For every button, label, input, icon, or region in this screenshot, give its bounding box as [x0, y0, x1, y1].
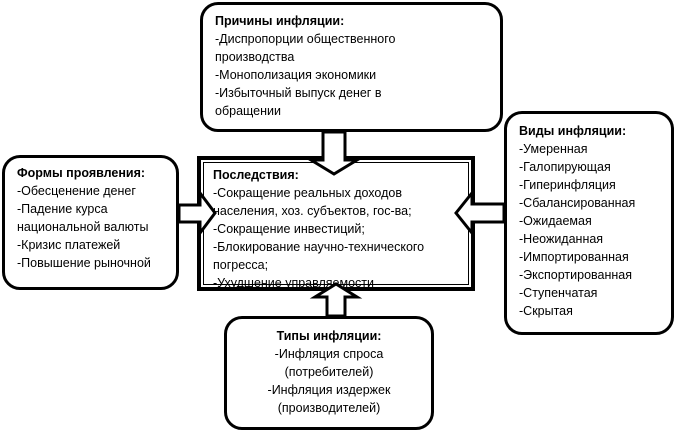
forms-title: Формы проявления: — [17, 166, 146, 180]
forms-item: -Падение курса — [17, 202, 108, 216]
types-title: Типы инфляции: — [276, 329, 382, 343]
consequences-item: населения, хоз. субъектов, гос-ва; — [213, 204, 412, 218]
forms-item: -Повышение рыночной — [17, 256, 151, 270]
forms-item: -Кризис платежей — [17, 238, 121, 252]
kinds-item: -Неожиданная — [519, 232, 604, 246]
kinds-item: -Импортированная — [519, 250, 629, 264]
consequences-item: -Ухудшение управляемости — [213, 276, 375, 290]
types-item: (потребителей) — [284, 365, 374, 379]
types-item: -Инфляция издержек — [267, 383, 391, 397]
consequences-item: -Сокращение реальных доходов — [213, 186, 402, 200]
forms-item: национальной валюты — [17, 220, 149, 234]
consequences-inner: Последствия: -Сокращение реальных доходо… — [203, 162, 469, 290]
causes-item: -Диспропорции общественного — [215, 32, 396, 46]
kinds-item: -Гиперинфляция — [519, 178, 616, 192]
consequences-item: -Блокирование научно-технического — [213, 240, 425, 254]
consequences-box: Последствия: -Сокращение реальных доходо… — [197, 156, 475, 291]
consequences-item: погресса; — [213, 258, 269, 272]
types-item: (производителей) — [277, 401, 381, 415]
kinds-item: -Умеренная — [519, 142, 588, 156]
kinds-title: Виды инфляции: — [519, 124, 627, 138]
kinds-item: -Ступенчатая — [519, 286, 598, 300]
causes-box: Причины инфляции: -Диспропорции обществе… — [200, 2, 503, 132]
kinds-item: -Галопирующая — [519, 160, 611, 174]
causes-title: Причины инфляции: — [215, 14, 345, 28]
types-item: -Инфляция спроса — [274, 347, 384, 361]
consequences-item: -Сокращение инвестиций; — [213, 222, 365, 236]
forms-box: Формы проявления: -Обесценение денег -Па… — [2, 155, 179, 290]
causes-item: -Избыточный выпуск денег в — [215, 86, 382, 100]
kinds-item: -Экспортированная — [519, 268, 632, 282]
kinds-box: Виды инфляции: -Умеренная -Галопирующая … — [504, 111, 674, 335]
forms-item: -Обесценение денег — [17, 184, 136, 198]
consequences-title: Последствия: — [213, 168, 299, 182]
causes-item: -Монополизация экономики — [215, 68, 377, 82]
kinds-item: -Сбалансированная — [519, 196, 636, 210]
causes-item: обращении — [215, 104, 281, 118]
types-box: Типы инфляции: -Инфляция спроса (потреби… — [224, 316, 434, 430]
kinds-item: -Скрытая — [519, 304, 573, 318]
kinds-item: -Ожидаемая — [519, 214, 592, 228]
causes-item: производства — [215, 50, 295, 64]
